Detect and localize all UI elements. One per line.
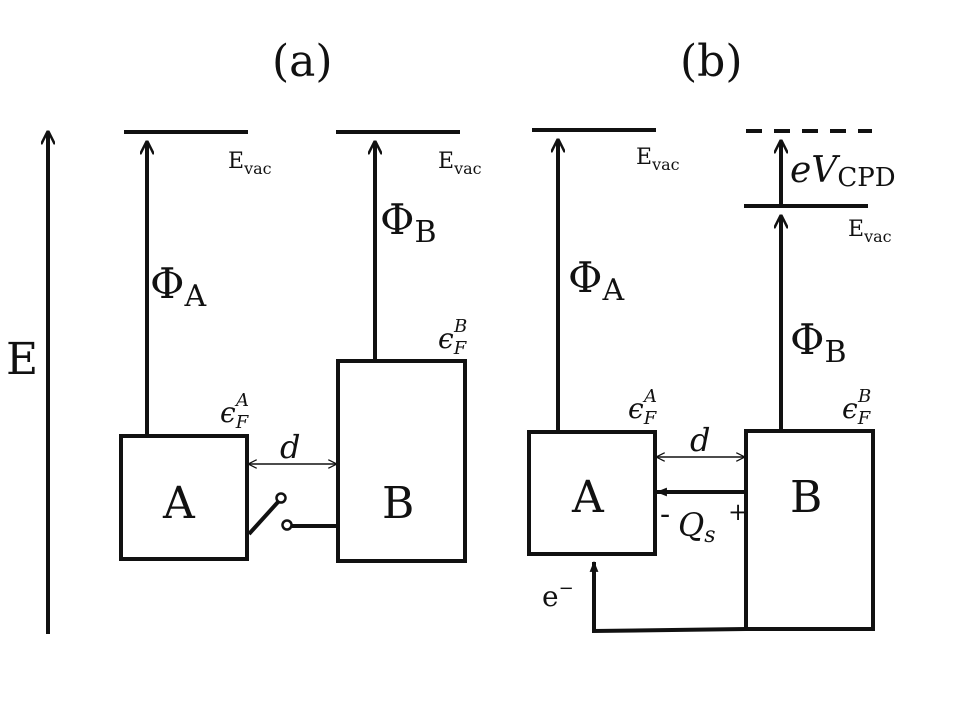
- panel-b-fermi-a-label: ϵF: [628, 392, 658, 429]
- panel-a-evac-left-label: Evac: [228, 149, 272, 178]
- panel-a-fermi-b-label: ϵF: [438, 322, 468, 359]
- panel-a-label: (a): [272, 36, 333, 87]
- panel-b-block-b-label: B: [790, 472, 822, 523]
- panel-a-switch-lever: [247, 500, 280, 536]
- panel-a-fermi-b-sup: B: [453, 316, 467, 337]
- panel-a-gap-label: d: [280, 428, 300, 466]
- panel-b-phi-b-label: ΦB: [790, 315, 846, 370]
- panel-a-phi-b-label: ΦB: [380, 195, 436, 250]
- panel-b-evac-left-label: Evac: [636, 145, 680, 174]
- panel-a-block-b-label: B: [382, 478, 414, 529]
- panel-b-evac-right-label: Evac: [848, 217, 892, 246]
- panel-a-switch-contact-bottom: [281, 519, 293, 531]
- panel-b-charge-minus: -: [660, 497, 670, 532]
- panel-b-label: (b): [680, 36, 743, 87]
- panel-a-block-a-label: A: [162, 478, 196, 529]
- panel-a-metal-a-block: [119, 434, 249, 561]
- panel-b-phi-a-label: ΦA: [568, 253, 624, 308]
- panel-b-charge-plus: +: [728, 498, 748, 526]
- panel-b-block-a-label: A: [571, 472, 605, 523]
- panel-b-fermi-b-label: ϵF: [842, 392, 872, 429]
- panel-a-phi-a-label: ΦA: [150, 259, 206, 314]
- panel-b-charge-label: Qs: [678, 506, 716, 548]
- panel-b-electron-label: e−: [542, 578, 574, 613]
- panel-a-evac-right-label: Evac: [438, 149, 482, 178]
- panel-b-metal-a-block: [527, 430, 657, 556]
- panel-b-metal-b-block: [744, 429, 875, 631]
- panel-a-fermi-a-label: ϵF: [220, 396, 250, 433]
- panel-b-fermi-b-sup: B: [857, 386, 871, 407]
- panel-a-switch-contact-top: [275, 492, 287, 504]
- panel-a-fermi-a-sup: A: [234, 390, 249, 411]
- panel-a-metal-b-block: [336, 359, 467, 563]
- energy-axis-label: E: [6, 334, 38, 385]
- panel-b-cpd-label: eVCPD: [790, 150, 896, 193]
- panel-b-electron-wire: [589, 560, 747, 634]
- panel-b-gap-label: d: [690, 421, 710, 459]
- panel-b-fermi-a-sup: A: [642, 386, 657, 407]
